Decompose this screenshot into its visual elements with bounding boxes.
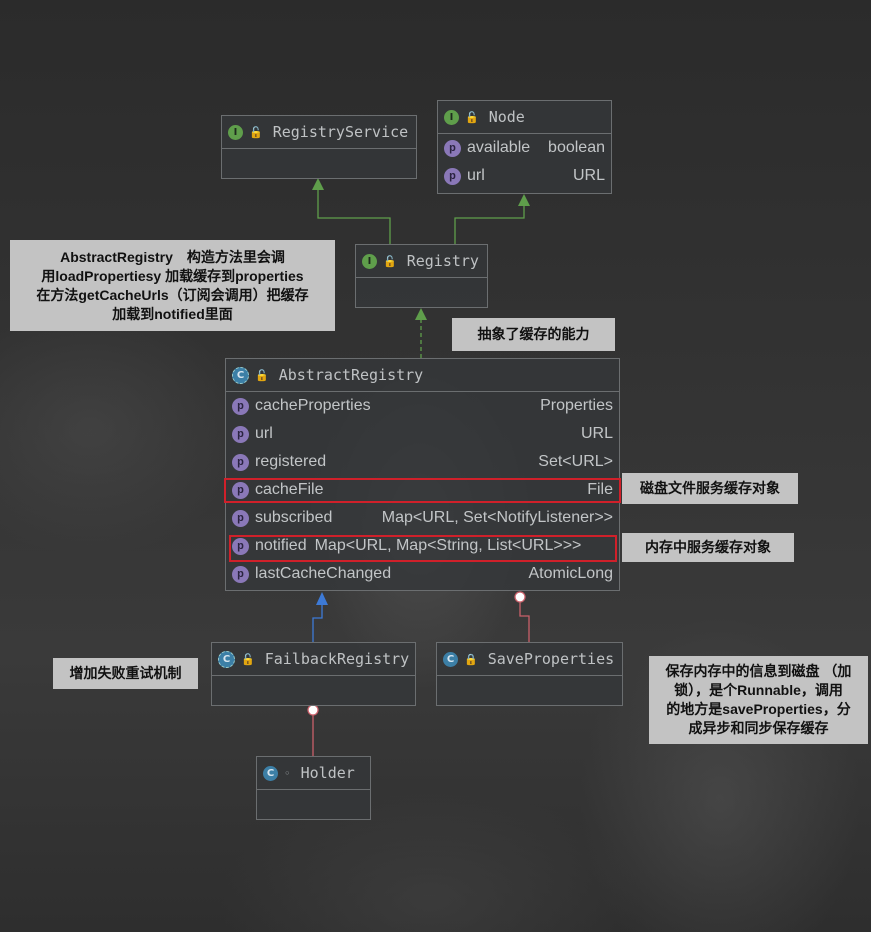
inner-class-circle	[514, 591, 526, 603]
note-line: 加载到notified里面	[112, 305, 233, 322]
note-line: 用loadPropertiesy 加载缓存到properties	[41, 267, 304, 284]
note-text: 抽象了缓存的能力	[477, 326, 590, 342]
property-icon: p	[232, 453, 249, 471]
field-row[interactable]: p registered Set<URL>	[226, 448, 619, 476]
class-name: AbstractRegistry	[278, 366, 424, 384]
registry-to-registryservice-arrow	[317, 188, 391, 244]
public-lock-icon: 🔓	[255, 368, 269, 382]
field-name: cacheFile	[255, 481, 324, 498]
field-name: available	[467, 139, 531, 156]
note-cache-ability: 抽象了缓存的能力	[452, 318, 615, 351]
field-row[interactable]: p available boolean	[438, 134, 611, 162]
field-name: registered	[255, 453, 327, 470]
note-line: AbstractRegistry 构造方法里会调	[60, 248, 285, 265]
class-name: SaveProperties	[487, 650, 615, 668]
class-icon: C	[263, 765, 278, 781]
class-divider	[222, 148, 416, 149]
field-type: Properties	[540, 397, 613, 414]
property-icon: p	[232, 509, 249, 527]
public-lock-icon: 🔓	[241, 652, 255, 666]
note-line: 成异步和同步保存缓存	[688, 720, 829, 736]
class-divider	[437, 675, 622, 676]
abstract-class-icon: C	[218, 650, 235, 668]
inner-class-circle	[307, 704, 319, 716]
class-name: Holder	[300, 764, 355, 782]
note-failback: 增加失败重试机制	[53, 658, 198, 689]
field-type: Map<URL, Map<String, List<URL>>>	[314, 537, 582, 554]
class-registry[interactable]: I 🔓 Registry	[355, 244, 488, 308]
property-icon: p	[232, 537, 249, 555]
saveproperties-inner-link	[519, 601, 530, 642]
class-name: Registry	[406, 252, 479, 270]
field-type: File	[587, 481, 613, 498]
note-line: 锁），是个Runnable，调用	[674, 682, 843, 698]
note-line: 保存内存中的信息到磁盘 （加	[665, 663, 852, 679]
public-lock-icon: 🔓	[383, 254, 397, 268]
field-row[interactable]: p notified Map<URL, Map<String, List<URL>>…	[226, 532, 619, 560]
note-text: 增加失败重试机制	[69, 665, 182, 681]
registry-to-node-arrow	[454, 204, 525, 244]
property-icon: p	[232, 481, 249, 499]
class-name: FailbackRegistry	[264, 650, 410, 668]
realization-arrowhead	[415, 308, 427, 320]
class-name: Node	[488, 108, 525, 126]
field-row[interactable]: p subscribed Map<URL, Set<NotifyListener>>	[226, 504, 619, 532]
field-name: url	[467, 167, 485, 184]
note-line: 在方法getCacheUrls（订阅会调用）把缓存	[36, 286, 309, 303]
note-memory-cache: 内存中服务缓存对象	[622, 533, 794, 562]
property-icon: p	[232, 565, 249, 583]
field-type: Map<URL, Set<NotifyListener>>	[381, 509, 613, 526]
package-private-icon: ◦	[284, 766, 291, 780]
note-text: 内存中服务缓存对象	[645, 539, 771, 555]
class-name: RegistryService	[272, 123, 409, 141]
note-disk-cache: 磁盘文件服务缓存对象	[622, 473, 798, 504]
field-type: URL	[580, 425, 613, 442]
field-type: Set<URL>	[538, 453, 613, 470]
class-icon: C	[443, 651, 458, 667]
class-saveproperties[interactable]: C 🔒 SaveProperties	[436, 642, 623, 706]
failback-to-abstract-arrow	[312, 604, 323, 642]
class-divider	[212, 675, 415, 676]
field-row[interactable]: p lastCacheChanged AtomicLong	[226, 560, 619, 588]
note-line: 的地方是saveProperties，分	[666, 701, 851, 717]
note-save-properties: 保存内存中的信息到磁盘 （加 锁），是个Runnable，调用 的地方是save…	[649, 656, 868, 744]
property-icon: p	[444, 139, 461, 157]
field-name: cacheProperties	[255, 397, 371, 414]
field-row[interactable]: p cacheFile File	[226, 476, 619, 504]
field-name: url	[255, 425, 273, 442]
property-icon: p	[444, 167, 461, 185]
field-type: URL	[572, 167, 605, 184]
private-lock-icon: 🔒	[464, 652, 478, 666]
inheritance-arrowhead	[316, 592, 328, 605]
class-divider	[226, 391, 619, 392]
property-icon: p	[232, 425, 249, 443]
public-lock-icon: 🔓	[465, 110, 479, 124]
interface-icon: I	[228, 124, 243, 140]
interface-icon: I	[362, 253, 377, 269]
class-divider	[257, 789, 370, 790]
class-failbackregistry[interactable]: C 🔓 FailbackRegistry	[211, 642, 416, 706]
class-abstractregistry[interactable]: C 🔓 AbstractRegistry p cacheProperties Pro…	[225, 358, 620, 591]
field-name: lastCacheChanged	[255, 565, 392, 582]
class-registryservice[interactable]: I 🔓 RegistryService	[221, 115, 417, 179]
abstract-class-icon: C	[232, 366, 249, 384]
property-icon: p	[232, 397, 249, 415]
field-name: notified	[255, 537, 307, 554]
interface-icon: I	[444, 109, 459, 125]
field-type: AtomicLong	[528, 565, 614, 582]
field-row[interactable]: p cacheProperties Properties	[226, 392, 619, 420]
note-text: 磁盘文件服务缓存对象	[640, 480, 780, 496]
class-divider	[438, 133, 611, 134]
realization-arrowhead	[518, 194, 530, 206]
class-divider	[356, 277, 487, 278]
field-type: boolean	[548, 139, 605, 156]
public-lock-icon: 🔓	[249, 125, 263, 139]
realization-arrowhead	[312, 178, 324, 190]
field-name: subscribed	[255, 509, 333, 526]
note-abstract-registry: AbstractRegistry 构造方法里会调 用loadProperties…	[10, 240, 335, 331]
class-holder[interactable]: C ◦ Holder	[256, 756, 371, 820]
